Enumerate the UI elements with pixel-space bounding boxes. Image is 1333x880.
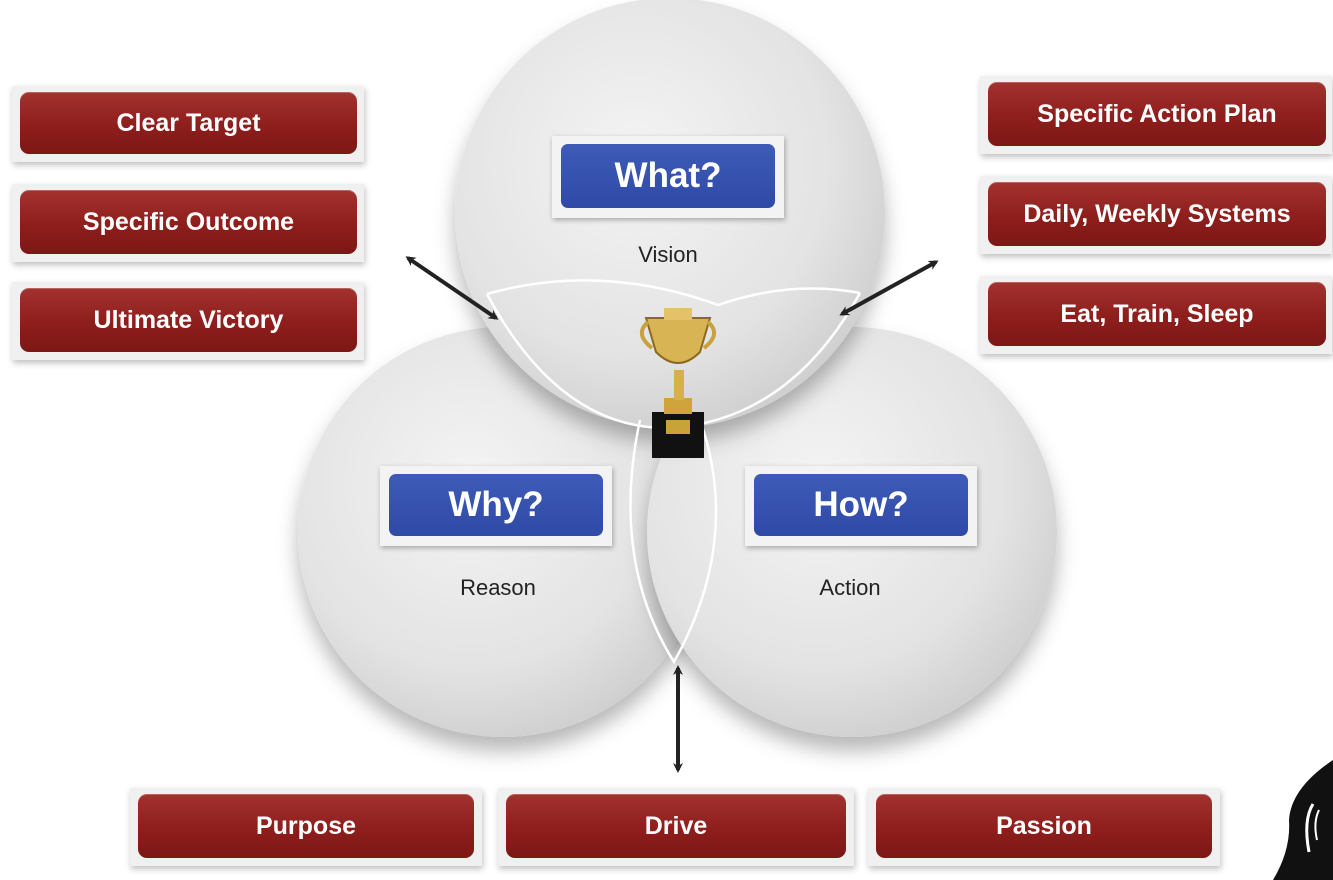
purpose-label: Purpose [255,811,357,840]
arrow-top-left [405,256,499,320]
top-left-tile-1: Clear Target [12,86,364,162]
ultimate-victory-box: Ultimate Victory [20,288,357,352]
how-box: How? [754,474,968,536]
top-right-tile-2: Daily, Weekly Systems [980,176,1332,254]
arrow-top-right [839,260,939,316]
top-right-tile-3: Eat, Train, Sleep [980,276,1332,354]
reason-caption: Reason [460,575,536,600]
how-tile: How? [745,466,977,546]
trophy-icon [640,308,716,458]
clear-target-box: Clear Target [20,92,357,154]
vision-caption: Vision [638,242,698,267]
how-label: How? [813,485,909,524]
ultimate-victory-label: Ultimate Victory [93,305,284,334]
drive-box: Drive [506,794,846,858]
arrows [405,256,939,773]
wing-logo-icon [1273,760,1333,880]
specific-action-plan-label: Specific Action Plan [1037,99,1277,128]
clear-target-label: Clear Target [116,108,261,137]
specific-outcome-box: Specific Outcome [20,190,357,254]
bottom-tile-2: Drive [498,788,854,866]
why-box: Why? [389,474,603,536]
why-label: Why? [448,485,544,524]
why-tile: Why? [380,466,612,546]
what-tile: What? [552,136,784,218]
top-left-tile-3: Ultimate Victory [12,282,364,360]
purpose-box: Purpose [138,794,474,858]
action-caption: Action [819,575,881,600]
top-left-tile-2: Specific Outcome [12,184,364,262]
bottom-tile-3: Passion [868,788,1220,866]
bottom-tile-1: Purpose [130,788,482,866]
specific-action-plan-box: Specific Action Plan [988,82,1326,146]
what-label: What? [614,156,722,195]
passion-label: Passion [996,811,1092,840]
daily-weekly-systems-box: Daily, Weekly Systems [988,182,1326,246]
eat-train-sleep-label: Eat, Train, Sleep [1060,299,1254,328]
what-box: What? [561,144,775,208]
top-right-tile-1: Specific Action Plan [980,76,1332,154]
passion-box: Passion [876,794,1212,858]
eat-train-sleep-box: Eat, Train, Sleep [988,282,1326,346]
drive-label: Drive [644,811,708,840]
specific-outcome-label: Specific Outcome [82,207,295,236]
daily-weekly-systems-label: Daily, Weekly Systems [1023,199,1291,228]
